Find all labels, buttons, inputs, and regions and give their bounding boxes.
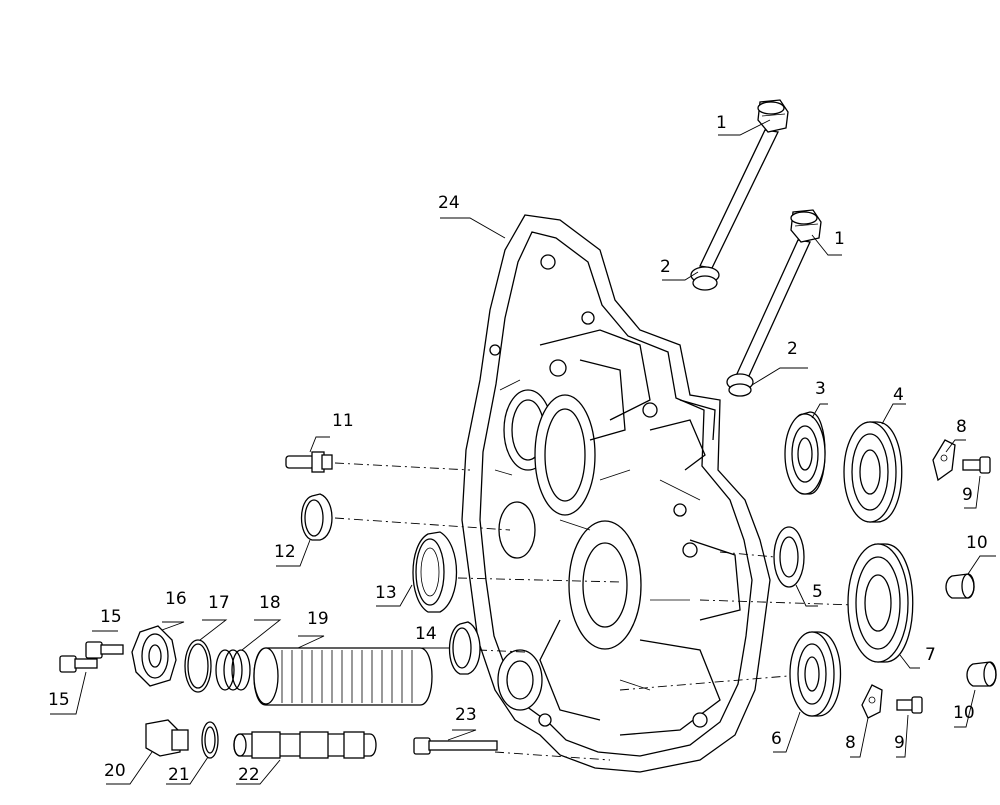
screw-upper <box>962 456 991 474</box>
oil-seal-5 <box>773 526 805 588</box>
callout-3: 3 <box>815 379 826 399</box>
callout-12: 12 <box>274 542 296 562</box>
callout-20: 20 <box>104 761 126 781</box>
bolt-23 <box>413 737 498 755</box>
callout-16: 16 <box>165 589 187 609</box>
callout-8-lower: 8 <box>845 733 856 753</box>
bearing-7 <box>847 543 914 663</box>
bolt-15-lower <box>59 655 98 673</box>
filter-cover-16 <box>131 625 177 687</box>
callout-9-lower: 9 <box>894 733 905 753</box>
stud-11 <box>285 451 333 473</box>
callout-21: 21 <box>168 765 190 785</box>
callout-8-upper: 8 <box>956 417 967 437</box>
strainer-22 <box>233 731 377 759</box>
callout-19: 19 <box>307 609 329 629</box>
washer-upper <box>690 266 720 291</box>
callout-15-upper: 15 <box>100 607 122 627</box>
callout-2-upper: 2 <box>660 257 671 277</box>
callout-24: 24 <box>438 193 460 213</box>
screw-lower <box>896 696 923 714</box>
callout-1-lower: 1 <box>834 229 845 249</box>
callout-11: 11 <box>332 411 354 431</box>
callout-5: 5 <box>812 582 823 602</box>
callout-6: 6 <box>771 729 782 749</box>
o-ring-17 <box>184 639 212 693</box>
spring-18 <box>215 649 251 691</box>
callout-15-lower: 15 <box>48 690 70 710</box>
bearing-4 <box>843 421 903 523</box>
callout-14: 14 <box>415 624 437 644</box>
bearing-3 <box>784 411 826 495</box>
oil-seal-13 <box>412 531 458 613</box>
callout-9-upper: 9 <box>962 485 973 505</box>
retainer-plate-lower <box>861 684 883 719</box>
callout-labels: 1 1 2 2 3 4 5 6 7 8 8 9 9 10 10 11 12 13… <box>48 113 988 785</box>
dowel-lower <box>966 661 997 687</box>
oil-seal-14 <box>448 621 481 675</box>
assembly-centerlines <box>334 462 856 761</box>
drain-plug-20 <box>145 719 189 757</box>
long-bolt-lower <box>735 209 822 379</box>
callout-2-lower: 2 <box>787 339 798 359</box>
long-bolt-upper <box>699 99 789 269</box>
callout-7: 7 <box>925 645 936 665</box>
dowel-upper <box>945 573 975 599</box>
leader-lines <box>50 119 996 785</box>
washer-21 <box>201 721 219 759</box>
washer-lower <box>726 373 754 397</box>
callout-18: 18 <box>259 593 281 613</box>
callout-17: 17 <box>208 593 230 613</box>
callout-22: 22 <box>238 765 260 785</box>
oil-filter-19 <box>253 647 433 706</box>
callout-10-lower: 10 <box>953 703 975 723</box>
callout-4: 4 <box>893 385 904 405</box>
crankcase-half <box>461 214 771 773</box>
callout-23: 23 <box>455 705 477 725</box>
bolt-15-upper <box>85 641 124 659</box>
oil-seal-12 <box>300 493 333 541</box>
retainer-plate-upper <box>932 439 956 482</box>
bearing-6 <box>789 631 842 717</box>
callout-10-upper: 10 <box>966 533 988 553</box>
callout-1-upper: 1 <box>716 113 727 133</box>
callout-13: 13 <box>375 583 397 603</box>
